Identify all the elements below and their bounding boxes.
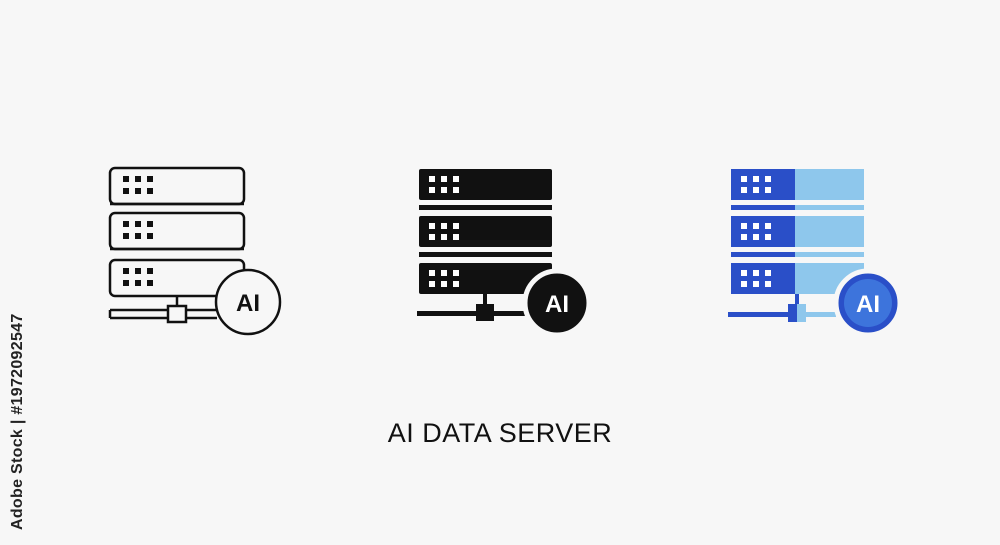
caption-title: AI DATA SERVER — [387, 418, 613, 448]
stock-id-label: Adobe Stock | #1972092547 — [9, 313, 26, 530]
ai-server-color-icon: AI — [718, 150, 918, 350]
ai-badge-label: AI — [856, 291, 880, 318]
ai-badge-label: AI — [545, 291, 569, 318]
ai-server-solid-icon: AI — [405, 150, 605, 350]
ai-server-outline-icon: AI — [95, 150, 295, 350]
ai-badge-label: AI — [236, 290, 260, 317]
